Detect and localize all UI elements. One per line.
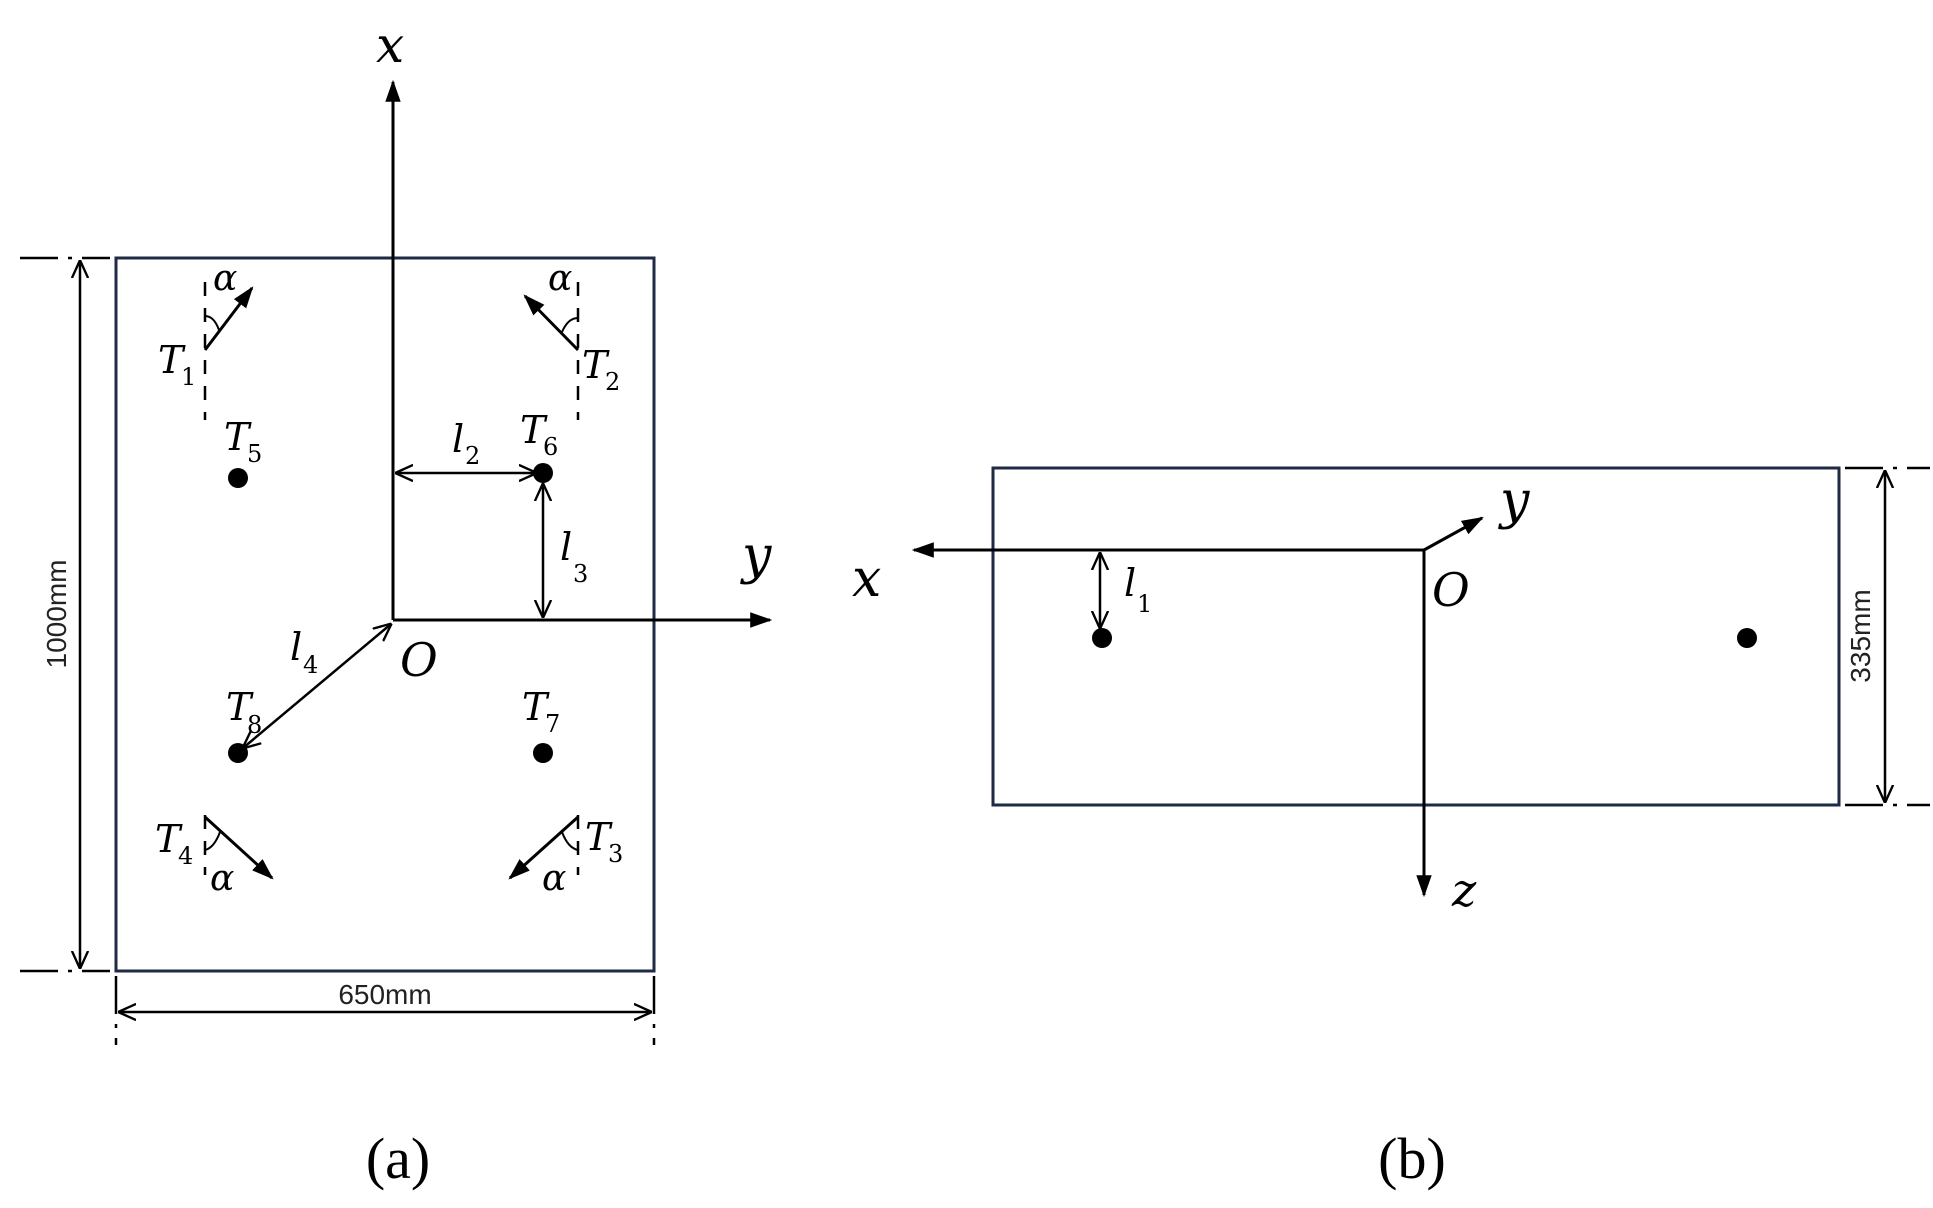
t1-angle-arc (204, 315, 220, 331)
t1-alpha-label: α (213, 258, 237, 299)
panel-b-frame (991, 466, 1841, 807)
l3-subscript: 3 (573, 560, 588, 588)
t3-label: T (585, 815, 613, 859)
width-dimension-a: 650mm (114, 976, 656, 1045)
panel-b-y-axis-label: y (1498, 471, 1530, 531)
panel-a-y-axis-label: y (740, 526, 772, 586)
t3-thrust-arrow (508, 815, 580, 880)
t4-subscript: 4 (178, 842, 193, 870)
t5-subscript: 5 (247, 440, 262, 468)
thruster-t2: α T 2 (523, 258, 620, 420)
t2-thrust-arrow (523, 294, 580, 352)
l3-dimension: l 3 (543, 484, 588, 617)
panel-a-x-axis-label: x (376, 16, 404, 74)
panel-a-frame (114, 256, 656, 973)
panel-b-z-axis-label: z (1451, 863, 1477, 917)
t3-angle-arc (561, 831, 579, 851)
thruster-t5: T 5 (224, 415, 262, 488)
t7-subscript: 7 (545, 710, 560, 738)
l4-arrow (243, 624, 391, 748)
t2-subscript: 2 (605, 368, 620, 396)
l1-label: l (1124, 561, 1136, 605)
thruster-t8: T 8 (226, 685, 262, 763)
panel-b-caption: (b) (1378, 1126, 1446, 1191)
l1-subscript: 1 (1137, 590, 1152, 618)
panel-b-thruster-dot-right (1737, 628, 1757, 648)
t7-dot (533, 743, 553, 763)
height-dimension-b: 335mm (1845, 466, 1930, 807)
t4-thrust-arrow (203, 815, 274, 880)
panel-a: x y O α T 1 α T 2 T 5 (20, 16, 773, 1191)
height-a-label: 1000mm (41, 560, 72, 669)
t6-subscript: 6 (543, 433, 558, 461)
t1-label: T (158, 338, 186, 382)
panel-a-origin-label: O (400, 633, 438, 687)
panel-b-x-axis-label: x (852, 549, 881, 609)
thruster-t1: α T 1 (158, 258, 254, 420)
t6-dot (533, 463, 553, 483)
panel-b: x y z O l 1 335mm (b) (852, 466, 1930, 1191)
thruster-t7: T 7 (522, 685, 560, 763)
l4-subscript: 4 (303, 651, 318, 679)
thruster-t3: T 3 α (508, 815, 623, 899)
l4-dimension: l 4 (243, 624, 391, 748)
thruster-t6: T 6 (520, 408, 558, 483)
l4-label: l (290, 625, 302, 669)
panel-b-thruster-dot-left (1092, 628, 1112, 648)
t2-alpha-label: α (548, 258, 572, 299)
t2-label: T (582, 343, 610, 387)
t1-subscript: 1 (181, 363, 196, 391)
t6-label: T (520, 408, 548, 452)
panel-b-y-axis (1423, 516, 1484, 552)
height-dimension-a: 1000mm (20, 256, 110, 973)
t7-label: T (522, 685, 550, 729)
l3-label: l (560, 525, 572, 569)
t4-angle-arc (204, 831, 221, 851)
t2-angle-arc (561, 317, 579, 333)
t5-label: T (224, 415, 252, 459)
t4-label: T (155, 817, 183, 861)
panel-a-caption: (a) (366, 1126, 430, 1191)
t1-thrust-arrow (203, 286, 254, 351)
t4-alpha-label: α (210, 858, 234, 899)
width-a-label: 650mm (338, 979, 431, 1010)
l2-dimension: l 2 (396, 417, 536, 473)
height-b-label: 335mm (1845, 589, 1876, 682)
t3-alpha-label: α (542, 858, 566, 899)
thruster-t4: T 4 α (155, 815, 274, 899)
t3-subscript: 3 (608, 840, 623, 868)
panel-b-origin-label: O (1432, 563, 1470, 617)
t5-dot (228, 468, 248, 488)
l1-dimension: l 1 (1100, 553, 1152, 628)
l2-subscript: 2 (465, 442, 480, 470)
l2-label: l (452, 417, 464, 461)
